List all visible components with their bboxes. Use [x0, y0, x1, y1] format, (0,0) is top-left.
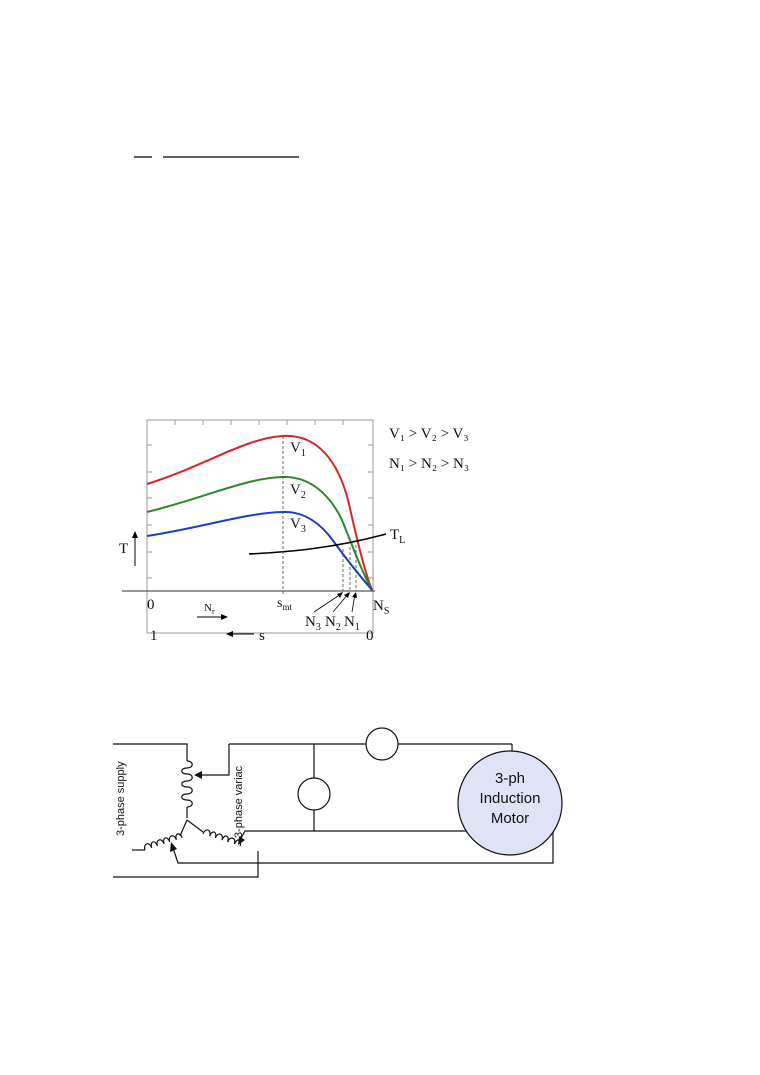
n1-label: N1: [344, 614, 360, 633]
nr-arrowhead: [221, 614, 228, 620]
chart-frame: [146, 419, 374, 634]
bottom-wire: [258, 830, 554, 864]
motor-label-line3: Motor: [491, 810, 529, 827]
supply-wire-bottom: [113, 851, 259, 878]
wiper-l: [172, 847, 258, 864]
wiper-r-arrowhead: [238, 836, 245, 845]
n2-label: N2: [325, 614, 341, 633]
wiper-l-arrowhead: [170, 842, 177, 852]
n2-arrowhead: [344, 592, 350, 598]
curve-v1-label: V1: [290, 440, 306, 459]
slip-end-label: 0: [366, 628, 374, 644]
wiper-v-arrowhead: [194, 771, 202, 779]
curve-v2: [146, 475, 373, 591]
curve-v1: [146, 434, 373, 591]
variac-coil-vertical: [181, 760, 193, 808]
supply-wire-top: [113, 743, 188, 761]
chart-ticks: [147, 420, 373, 579]
legend-voltage: V₁ > V₂ > V₃: [389, 426, 469, 442]
parallel-meter: [297, 777, 331, 811]
curve-v2-label: V2: [290, 482, 306, 501]
series-meter: [365, 727, 399, 761]
speed-origin-label: 0: [147, 597, 155, 613]
t-axis-arrowhead: [132, 531, 138, 538]
supply-label: 3-phase supply: [115, 761, 127, 836]
induction-motor: [457, 750, 563, 856]
n3-pointer: [313, 593, 342, 613]
load-curve-label: TL: [390, 527, 405, 546]
slip-label: s: [259, 628, 265, 644]
coil-lead-r: [186, 819, 204, 833]
n1-arrowhead: [352, 592, 357, 598]
variac-coil-left: [143, 833, 183, 851]
slip-origin-label: 1: [150, 628, 158, 644]
curve-v3-label: V3: [290, 516, 306, 535]
sync-speed-label: NS: [373, 598, 389, 617]
motor-label-line1: 3-ph: [495, 770, 525, 787]
variac-label: 3-phase variac: [233, 765, 245, 838]
n3-label: N3: [305, 614, 321, 633]
variac-circuit: [113, 743, 554, 878]
nr-label: Nr: [204, 602, 215, 616]
coil-lead-l: [179, 819, 188, 837]
s-arrowhead: [226, 631, 233, 637]
wiper-v: [200, 744, 230, 776]
n2-pointer: [332, 593, 349, 613]
motor-label-line2: Induction: [480, 790, 541, 807]
wiper-r: [239, 830, 258, 841]
curve-v3: [146, 510, 373, 591]
variac-coil-right: [202, 829, 242, 847]
n3-arrowhead: [337, 592, 343, 598]
torque-speed-chart: V1 V2 V3 TL V₁ > V₂ > V₃ N₁ > N₂ > N₃ T …: [119, 419, 469, 644]
smt-label: smt: [277, 596, 292, 612]
load-curve-tl: [248, 533, 387, 555]
legend-speed: N₁ > N₂ > N₃: [389, 456, 469, 472]
t-axis-label: T: [119, 541, 128, 557]
